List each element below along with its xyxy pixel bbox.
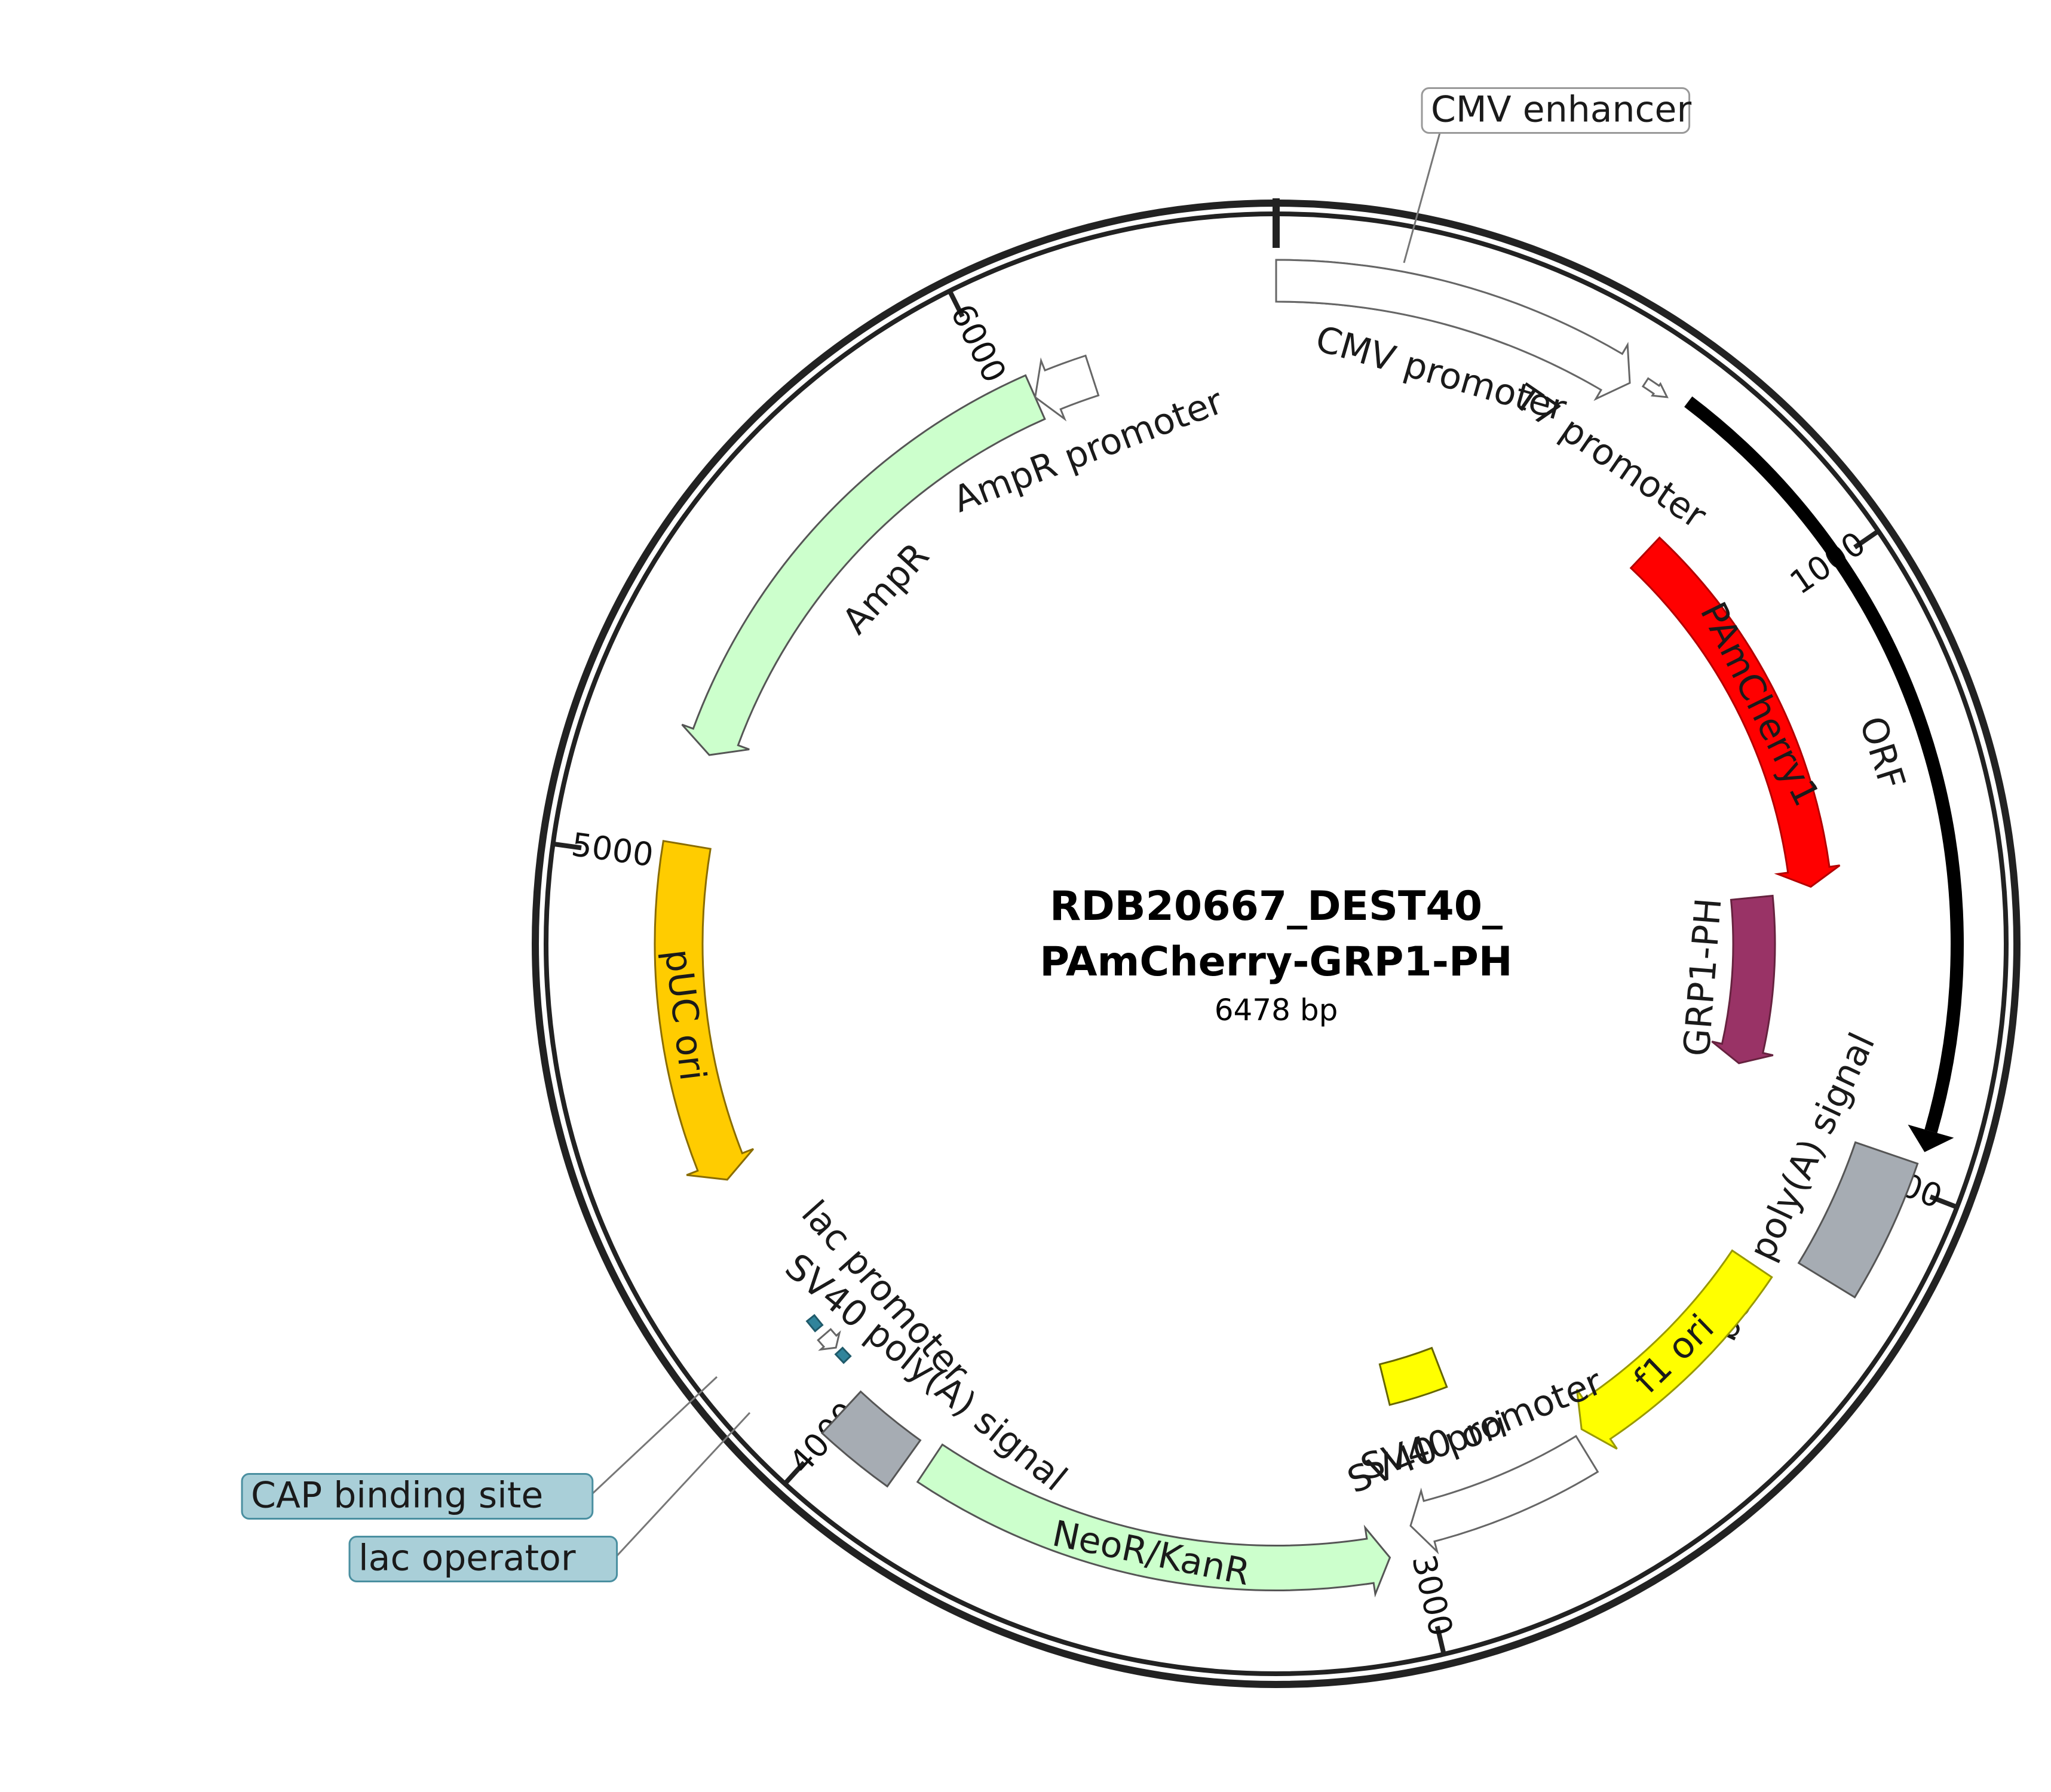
sv40-polya-shape bbox=[820, 1390, 922, 1488]
lac-operator-shape bbox=[834, 1346, 852, 1364]
f1-ori-arrow bbox=[1575, 1249, 1773, 1450]
callout-box bbox=[348, 1536, 618, 1582]
t7-promoter-arrow bbox=[1641, 377, 1669, 398]
t7-promoter-label: T7 promoter bbox=[1506, 376, 1714, 537]
callout-box bbox=[1421, 87, 1691, 134]
sv40-promoter-arrow bbox=[1409, 1435, 1599, 1555]
feature-sv40-ori[interactable]: SV40 ori bbox=[1356, 1346, 1512, 1489]
callout-cap-binding-site[interactable]: CAP binding site bbox=[241, 1376, 718, 1520]
grp1-ph-label: GRP1-PH bbox=[1676, 897, 1730, 1058]
tick-label: 6000 bbox=[943, 298, 1014, 388]
callout-label: lac operator bbox=[358, 1538, 576, 1579]
tick-mark bbox=[1434, 1625, 1446, 1654]
pamcherry1-arrow bbox=[1629, 536, 1841, 888]
orf-arc bbox=[1684, 396, 1964, 1133]
tick-label: 3000 bbox=[1405, 1551, 1460, 1640]
tick-label: 5000 bbox=[569, 826, 656, 874]
feature-puc-ori[interactable]: pUC ori bbox=[654, 840, 755, 1181]
pamcherry1-label: PAmCherry1 bbox=[1692, 596, 1828, 812]
tick-mark bbox=[1929, 1194, 1957, 1209]
ampr-promoter-arrow bbox=[1034, 354, 1100, 422]
callout-label: CAP binding site bbox=[251, 1475, 543, 1517]
callout-leader-line bbox=[613, 1411, 751, 1560]
feature-cmv-promoter[interactable]: CMV promoter bbox=[1275, 259, 1631, 429]
cmv-promoter-arrow bbox=[1275, 259, 1631, 401]
tick-mark bbox=[1853, 529, 1879, 550]
callout-cmv-enhancer[interactable]: CMV enhancer bbox=[1403, 87, 1691, 263]
feature-cap-binding-site[interactable] bbox=[805, 1314, 824, 1333]
grp1-ph-arrow bbox=[1711, 894, 1776, 1064]
sv40-ori-shape bbox=[1378, 1346, 1448, 1406]
feature-neor-kanr[interactable]: NeoR/KanR bbox=[916, 1443, 1391, 1598]
sv40-ori-label: SV40 ori bbox=[1356, 1404, 1512, 1489]
callout-leader-line bbox=[1403, 133, 1441, 263]
callout-lac-operator[interactable]: lac operator bbox=[348, 1411, 751, 1582]
callout-label: CMV enhancer bbox=[1431, 89, 1691, 131]
orf-arrowhead bbox=[1908, 1124, 1954, 1152]
puc-ori-arrow bbox=[654, 840, 755, 1181]
bgh-polya-shape bbox=[1797, 1141, 1919, 1299]
tick-mark bbox=[784, 1460, 806, 1485]
feature-t7-promoter[interactable]: T7 promoter bbox=[1506, 376, 1714, 537]
neor-kanr-arrow bbox=[916, 1443, 1391, 1598]
plasmid-name-line1: RDB20667_DEST40_ bbox=[1050, 883, 1503, 930]
lac-promoter-arrow bbox=[817, 1328, 841, 1351]
callout-leader-line bbox=[588, 1376, 718, 1498]
orf-label: ORF bbox=[1851, 711, 1913, 794]
puc-ori-label: pUC ori bbox=[657, 947, 714, 1083]
tick-mark bbox=[553, 842, 582, 851]
neor-kanr-label: NeoR/KanR bbox=[1049, 1512, 1253, 1594]
cap-binding-site-shape bbox=[805, 1314, 824, 1333]
feature-f1-ori[interactable]: f1 ori bbox=[1575, 1249, 1773, 1450]
plasmid-title-block: RDB20667_DEST40_ PAmCherry-GRP1-PH 6478 … bbox=[1040, 883, 1512, 1027]
feature-lac-operator[interactable] bbox=[834, 1346, 852, 1364]
plasmid-size: 6478 bp bbox=[1215, 993, 1338, 1027]
callout-box bbox=[241, 1473, 594, 1520]
feature-grp1-ph[interactable]: GRP1-PH bbox=[1676, 894, 1776, 1064]
tick-mark bbox=[948, 290, 965, 318]
ampr-arrow bbox=[681, 374, 1046, 756]
plasmid-backbone bbox=[532, 198, 2021, 1688]
plasmid-name-line2: PAmCherry-GRP1-PH bbox=[1040, 938, 1512, 986]
